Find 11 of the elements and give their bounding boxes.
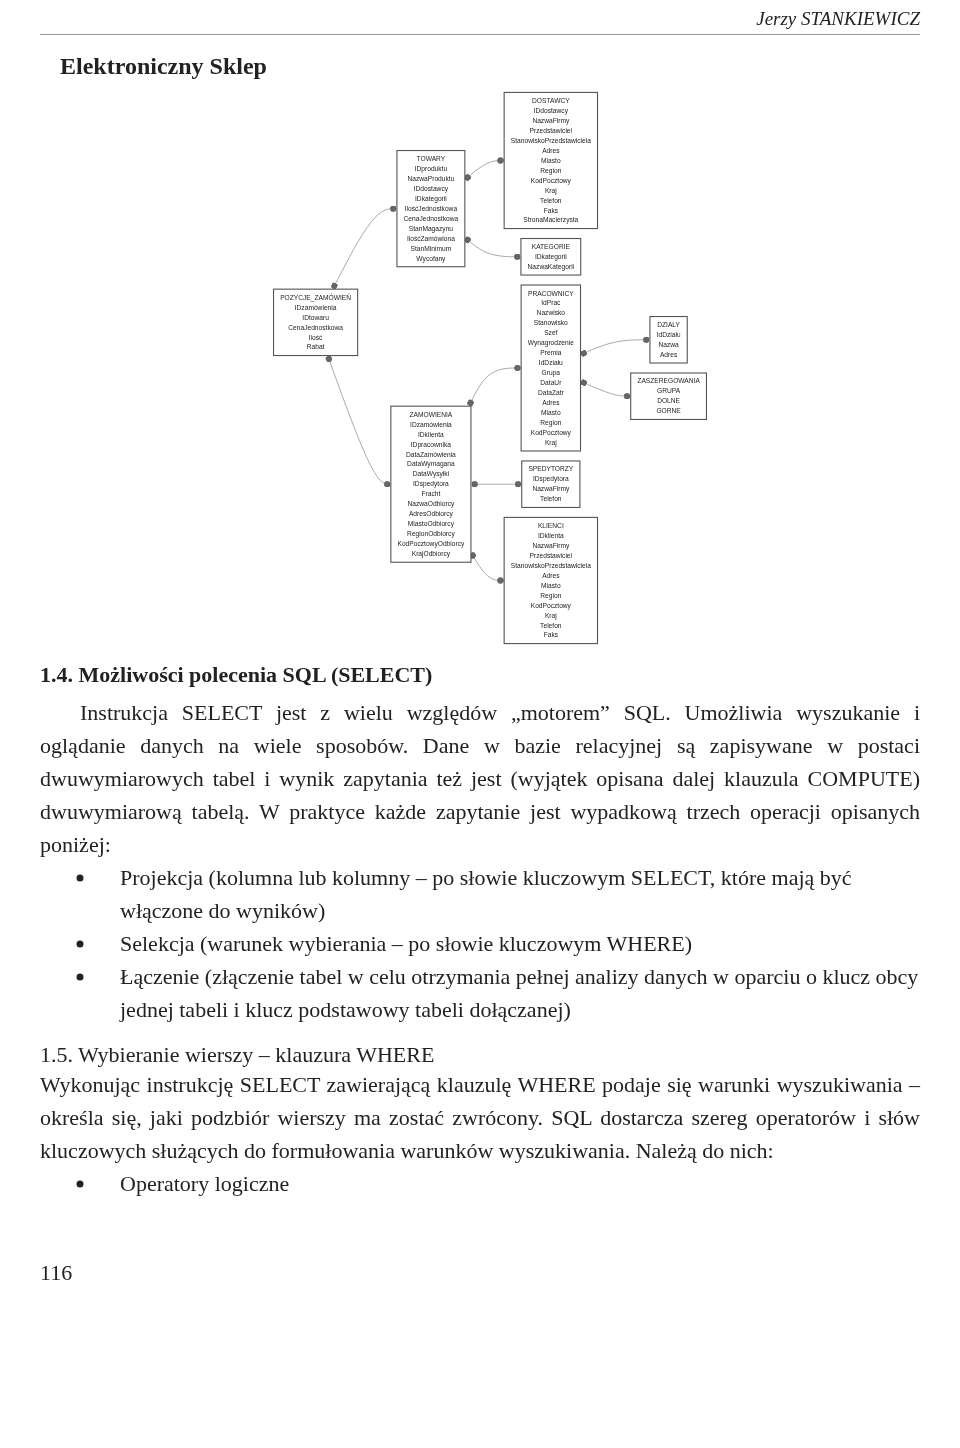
section-heading: 1.4. Możliwości polecenia SQL (SELECT) (40, 662, 434, 688)
bullet-item: Operatory logiczne (120, 1171, 290, 1196)
section-heading: 1.5. Wybieranie wierszy – klauzura WHERE (40, 1042, 436, 1068)
diagram-title: Elektroniczny Sklep (60, 53, 268, 80)
author-header: Jerzy STANKIEWICZ (40, 8, 920, 35)
paragraph: Instrukcja SELECT jest z wielu względów „motorem” SQL. Umożliwia wyszukanie i oglądanie danych na wiele sposobów. Dane w bazie relacyjnej są zapisywane w postaci dwuwymiarowych tabel i wynik zapytania też jest (wyjątek opisana dalej klauzula COMPUTE) dwuwymiarową tabelą. W praktyce każde zapytanie jest wypadkową trzech operacji opisanych poniżej: (40, 699, 920, 859)
paragraph: Wykonując instrukcję SELECT zawierającą klauzulę WHERE podaje się warunki wyszukiwania – określa się, jaki podzbiór wierszy ma zostać zwrócony. SQL dostarcza szereg operatorów i słów kluczowych służących do formułowania warunków wyszukiwania. Należą do nich: (40, 1071, 920, 1165)
bullet-item: Łączenie (złączenie tabel w celu otrzymania pełnej analizy danych w oparciu o klucz obcy jednej tabeli i klucz podstawowy tabeli dołączanej) (120, 964, 919, 1022)
bullet-item: Projekcja (kolumna lub kolumny – po słowie kluczowym SELECT, które mają być włączone do wyników) (120, 865, 852, 923)
bullet-item: Selekcja (warunek wybierania – po słowie kluczowym WHERE) (120, 931, 693, 956)
page-number: 116 (40, 1260, 74, 1286)
